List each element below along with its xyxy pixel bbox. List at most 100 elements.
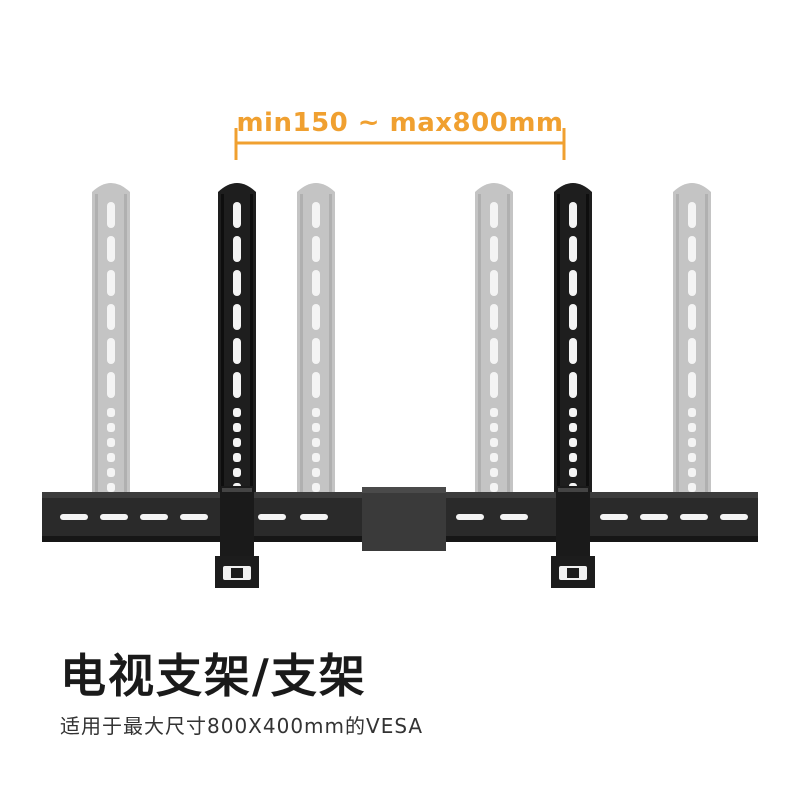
upright-arms	[92, 183, 711, 537]
arm-hole	[312, 453, 320, 462]
crossbar-slot	[680, 514, 708, 520]
arm-rail	[676, 194, 679, 500]
arm-slot	[312, 372, 320, 398]
ghost-upright-arm	[673, 183, 711, 537]
crossbar-slot	[60, 514, 88, 520]
clamp-body	[556, 486, 590, 556]
crossbar-slot	[258, 514, 286, 520]
arm-slot	[107, 372, 115, 398]
arm-slot	[688, 338, 696, 364]
clamp-edge	[222, 488, 252, 492]
crossbar-slot	[720, 514, 748, 520]
arm-hole	[688, 468, 696, 477]
arm-hole	[107, 408, 115, 417]
arm-hole	[688, 423, 696, 432]
horizontal-crossbar	[42, 486, 758, 588]
arm-rail	[586, 194, 589, 500]
arm-hole	[688, 408, 696, 417]
arm-slot	[233, 304, 241, 330]
arm-slot	[688, 304, 696, 330]
arm-slot	[312, 202, 320, 228]
crossbar-slot	[500, 514, 528, 520]
product-subtitle: 适用于最大尺寸800X400mm的VESA	[60, 714, 424, 738]
arm-slot	[490, 338, 498, 364]
arm-hole	[233, 408, 241, 417]
arm-hole	[233, 453, 241, 462]
arm-hole	[569, 453, 577, 462]
arm-slot	[233, 270, 241, 296]
arm-rail	[300, 194, 303, 500]
crossbar-slot	[300, 514, 328, 520]
arm-hole	[569, 423, 577, 432]
arm-slot	[233, 338, 241, 364]
crossbar-slot	[600, 514, 628, 520]
arm-slot	[312, 304, 320, 330]
arm-hole	[688, 438, 696, 447]
arm-slot	[688, 236, 696, 262]
arm-slot	[490, 202, 498, 228]
upright-arm	[554, 183, 592, 537]
arm-clamp	[551, 486, 595, 588]
arm-hole	[490, 453, 498, 462]
arm-hole	[107, 483, 115, 492]
arm-slot	[312, 270, 320, 296]
arm-slot	[107, 236, 115, 262]
arm-slot	[233, 236, 241, 262]
arm-slot	[312, 236, 320, 262]
arm-hole	[312, 438, 320, 447]
arm-rail	[705, 194, 708, 500]
arm-slot	[569, 202, 577, 228]
arm-rail	[478, 194, 481, 500]
arm-slot	[490, 372, 498, 398]
center-connector	[362, 487, 446, 551]
arm-slot	[490, 304, 498, 330]
arm-hole	[490, 408, 498, 417]
clamp-edge	[558, 488, 588, 492]
arm-rail	[95, 194, 98, 500]
arm-slot	[233, 372, 241, 398]
arm-slot	[569, 338, 577, 364]
clamp-body	[220, 486, 254, 556]
arm-slot	[688, 202, 696, 228]
arm-hole	[107, 468, 115, 477]
arm-slot	[688, 372, 696, 398]
arm-slot	[569, 236, 577, 262]
arm-hole	[490, 483, 498, 492]
arm-slot	[569, 304, 577, 330]
arm-slot	[107, 202, 115, 228]
crossbar-slot	[640, 514, 668, 520]
arm-slot	[233, 202, 241, 228]
arm-slot	[107, 338, 115, 364]
arm-hole	[107, 453, 115, 462]
arm-clamp	[215, 486, 259, 588]
arm-rail	[557, 194, 560, 500]
arm-rail	[507, 194, 510, 500]
crossbar-slot	[456, 514, 484, 520]
ghost-upright-arm	[297, 183, 335, 537]
arm-hole	[490, 438, 498, 447]
upright-arm	[218, 183, 256, 537]
clamp-hook-tab	[567, 568, 579, 578]
ghost-upright-arm	[92, 183, 130, 537]
crossbar-slot	[100, 514, 128, 520]
arm-hole	[233, 423, 241, 432]
arm-rail	[124, 194, 127, 500]
arm-hole	[569, 468, 577, 477]
arm-slot	[490, 270, 498, 296]
crossbar-slot	[140, 514, 168, 520]
crossbar-slot	[180, 514, 208, 520]
arm-hole	[312, 423, 320, 432]
arm-slot	[569, 270, 577, 296]
ghost-upright-arm	[475, 183, 513, 537]
arm-hole	[490, 468, 498, 477]
arm-slot	[688, 270, 696, 296]
arm-slot	[569, 372, 577, 398]
dimension-label: min150 ~ max800mm	[236, 108, 564, 138]
arm-hole	[569, 408, 577, 417]
arm-rail	[221, 194, 224, 500]
arm-hole	[312, 468, 320, 477]
arm-hole	[688, 453, 696, 462]
arm-hole	[312, 483, 320, 492]
